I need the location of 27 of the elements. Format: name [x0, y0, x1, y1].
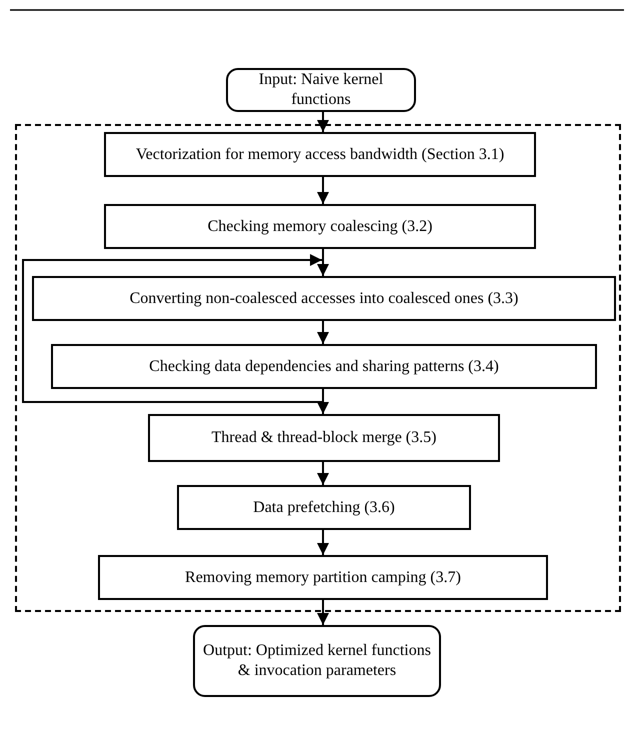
process-box	[148, 414, 500, 462]
process-box	[104, 204, 536, 249]
arrow	[317, 462, 329, 485]
terminal-box	[226, 68, 416, 112]
process-box	[32, 276, 616, 321]
process-box	[98, 555, 548, 600]
arrow	[317, 177, 329, 204]
arrow	[317, 321, 329, 344]
step-text: Removing memory partition camping (3.7)	[184, 568, 462, 588]
step-text: Checking data dependencies and sharing patterns (3.4)	[148, 356, 500, 376]
step-text: Checking memory coalescing (3.2)	[206, 216, 434, 236]
step-text: Vectorization for memory access bandwidth (Section 3.1)	[134, 144, 506, 164]
process-box	[104, 132, 536, 177]
step-text: Output: Optimized kernel functions & invocation parameters	[202, 641, 432, 681]
terminal-box	[193, 625, 441, 697]
process-box	[51, 344, 597, 389]
step-text: Converting non-coalesced accesses into coalesced ones (3.3)	[128, 288, 520, 308]
feedback-arrow	[22, 254, 324, 403]
arrow	[317, 530, 329, 555]
arrow	[317, 112, 329, 132]
step-text: Input: Naive kernel functions	[258, 70, 384, 110]
process-box	[177, 485, 471, 530]
step-text: Thread & thread-block merge (3.5)	[210, 428, 438, 448]
arrow	[317, 600, 329, 625]
step-text: Data prefetching (3.6)	[252, 498, 396, 518]
arrow	[317, 249, 329, 276]
dashed-group-frame	[15, 124, 621, 612]
